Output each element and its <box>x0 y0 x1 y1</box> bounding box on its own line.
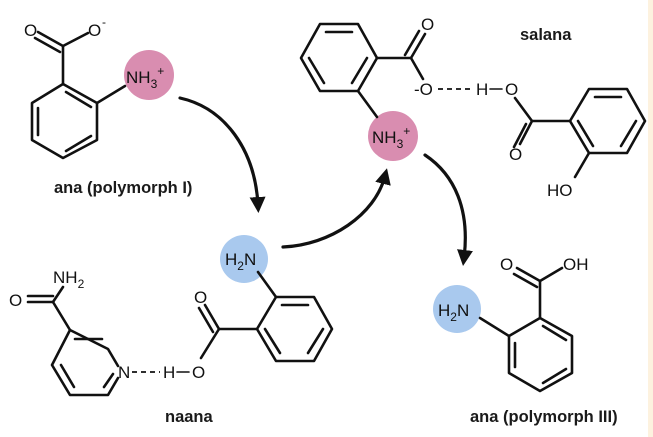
hbond-hydrogen: H <box>163 363 175 382</box>
ana-carbonyl-oxygen: O <box>421 15 434 34</box>
carboxylate-charge: - <box>102 15 106 29</box>
acid-carbonyl-oxygen: O <box>194 288 207 307</box>
label-ana-polymorph-3: ana (polymorph III) <box>470 408 618 426</box>
ammonium-highlight <box>124 50 174 100</box>
molecule-naana: NH2 O N H O O <box>9 235 334 426</box>
ana-benzene-ring <box>255 295 334 363</box>
label-naana: naana <box>165 408 214 426</box>
sal-hydroxyl-oxygen: O <box>505 80 518 99</box>
ana-benzene-ring <box>299 22 379 93</box>
amine-highlight <box>433 285 481 333</box>
amine-group: H2N <box>438 301 469 324</box>
ammonium-highlight <box>368 111 418 161</box>
hbond-hydrogen: H <box>476 80 488 99</box>
molecule-salana: O -O H O NH3+ O HO salana <box>299 15 647 200</box>
arrow-naana-to-salana <box>281 168 391 249</box>
ana-carboxylate-oxygen: -O <box>414 80 433 99</box>
hydroxyl-group: OH <box>563 255 589 274</box>
ammonium-group: NH3+ <box>372 124 410 151</box>
molecule-ana-polymorph-1: O O - NH3+ ana (polymorph I) <box>24 15 192 197</box>
sal-carbonyl-oxygen: O <box>509 145 522 164</box>
benzene-ring <box>507 316 574 393</box>
label-salana: salana <box>520 26 572 44</box>
pyridine-ring <box>50 328 120 397</box>
sal-phenol: HO <box>547 181 573 200</box>
pyridine-nitrogen: N <box>118 363 130 382</box>
benzene-ring <box>30 82 99 160</box>
acid-oxygen: O <box>192 363 205 382</box>
carbonyl-oxygen: O <box>24 21 37 40</box>
amine-highlight <box>220 235 268 283</box>
amine-group: H2N <box>225 250 256 273</box>
arrow-ana1-to-naana <box>178 96 266 213</box>
carboxylate-oxygen: O <box>88 21 101 40</box>
amide-group: NH2 <box>53 268 85 291</box>
molecule-ana-polymorph-3: H2N O OH ana (polymorph III) <box>433 255 618 426</box>
ammonium-group: NH3+ <box>126 64 164 91</box>
amide-oxygen: O <box>9 291 22 310</box>
arrow-salana-to-ana3 <box>423 153 473 266</box>
carbonyl-oxygen: O <box>500 255 513 274</box>
edge-strip <box>648 0 653 437</box>
label-ana-polymorph-1: ana (polymorph I) <box>54 179 192 197</box>
salicylic-benzene-ring <box>568 87 647 155</box>
